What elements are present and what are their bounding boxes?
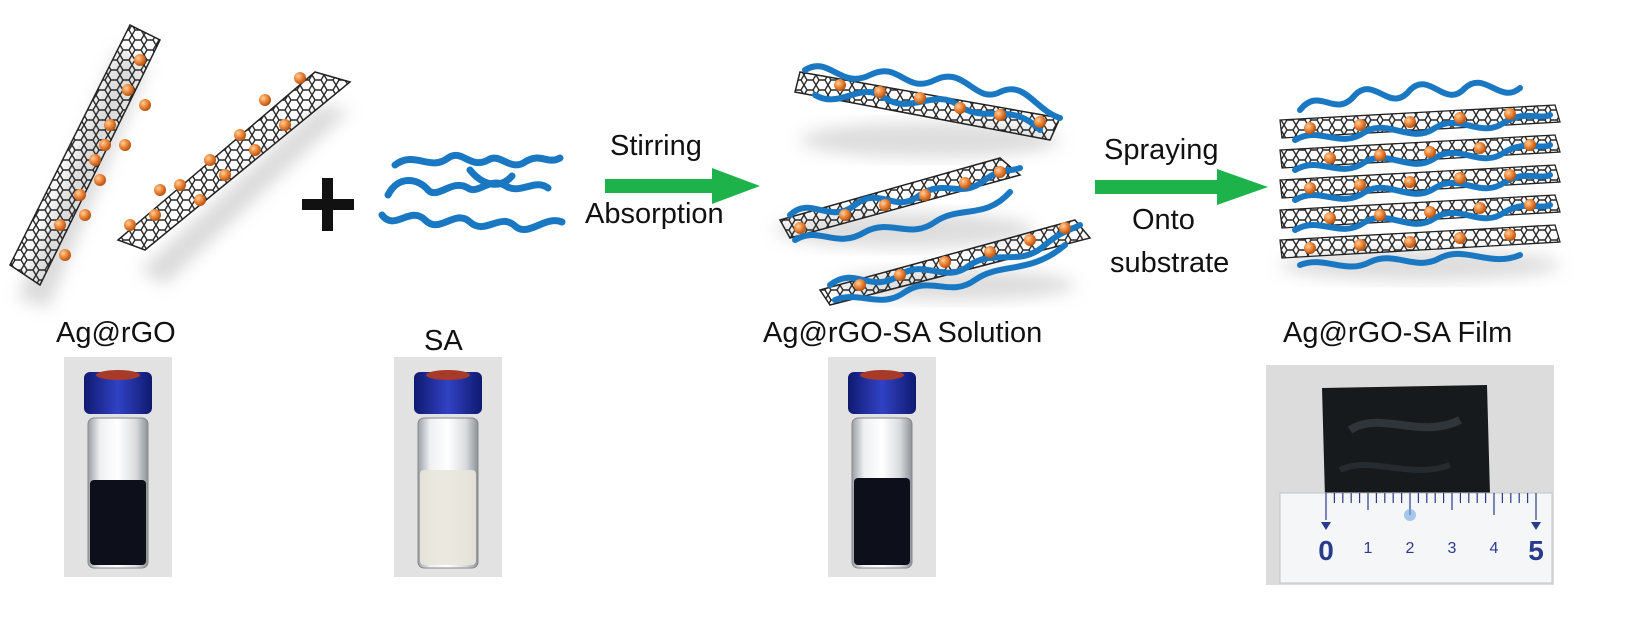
ag-rgo-sheets [9,23,352,308]
composite-sheet [818,219,1092,306]
film-layers [1279,79,1561,281]
material-label-solution: Ag@rGO-SA Solution [763,317,1043,349]
silver-nanoparticles [1304,108,1536,254]
composite-sheet [775,157,1035,248]
sa-polymer [378,152,566,233]
material-label-film: Ag@rGO-SA Film [1283,317,1513,349]
solution-composite [775,63,1092,306]
ruler-label: 4 [1490,540,1499,557]
arrow-step2 [1095,169,1268,205]
vial-photo-ag-rgo [64,357,172,577]
composite-sheet [794,63,1063,158]
material-label-sa: SA [424,325,463,357]
step2-label-line1: Onto [1132,204,1195,236]
vial-photo-solution [828,357,936,577]
ruler-label: 3 [1448,540,1457,557]
step2-label-top: Spraying [1104,134,1219,166]
plus-icon [302,178,354,231]
silver-nanoparticles [54,54,306,261]
ruler-label: 5 [1528,535,1544,566]
ruler-label: 2 [1406,540,1415,557]
step1-label-bottom: Absorption [585,198,724,230]
step1-label-top: Stirring [610,130,702,162]
step2-label-line2: substrate [1110,247,1230,279]
vial-photo-sa [394,357,502,577]
ruler-label: 1 [1364,540,1373,557]
film-photo: 0 1 2 3 4 5 [1266,365,1554,585]
arrow-step1 [605,168,760,204]
material-label-ag-rgo: Ag@rGO [56,317,176,349]
ruler-label: 0 [1318,535,1334,566]
